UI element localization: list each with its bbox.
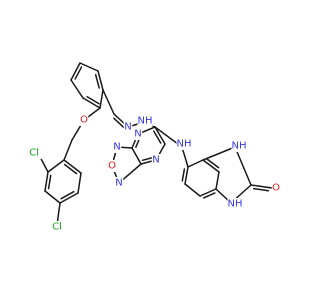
atom-label-o_ether: O [79,114,89,126]
bond-r4-r5 [59,192,79,204]
atom-label-nh_hydrazone: NH [137,115,153,127]
bond-a5-a6-second [181,168,186,182]
atom-label-background [123,121,133,133]
bond-b1-b2 [82,97,101,109]
bond-ch-nA-second [113,117,125,129]
bond-b5-b6-second [94,73,100,89]
bond-r4-r5-second [60,190,75,200]
atom-label-o_carbonyl: O [271,182,281,194]
atom-label-text: NH [228,199,243,210]
bond-b2-b3 [70,79,84,99]
atom-label-background [114,177,124,189]
atom-label-text: O [272,183,280,194]
atom-label-text: NH [232,141,247,152]
bond-r6-r1-second [63,163,78,175]
atom-label-n_pyrazine_1: N [133,128,143,140]
bond-r1-r2 [47,159,65,173]
atom-label-background [133,128,143,140]
bond-b3-b4 [70,62,81,81]
atom-label-nh_imidazolone_1: NH [231,140,247,152]
bond-a6-a1 [187,159,204,168]
atom-label-text: O [108,161,116,172]
atom-label-cl_1: Cl [26,147,42,159]
bond-a1-nh1 [202,146,236,161]
bond-a3-a4 [199,188,217,197]
bond-p3-p4-second [141,156,154,162]
atom-label-text: Cl [29,148,39,159]
bond-b6-ch [102,89,115,115]
bond-r5-r6 [77,172,82,194]
bond-b1-b2-second [86,95,100,105]
bond-r1-ch2 [63,139,73,161]
atom-label-text: NH [138,116,153,127]
bond-a1-a2-second [206,158,220,169]
bond-a1-a2 [202,159,220,173]
bond-p1-p2 [154,126,166,145]
atom-label-background [137,115,153,127]
atom-label-n_oxadiazole_1: N [112,141,122,153]
bond-p4-p5 [131,147,142,165]
atom-label-background [227,198,243,210]
atom-label-background [26,147,42,159]
bond-b4-b5 [79,62,99,72]
bond-co-ox-second [252,187,270,192]
atom-label-background [151,154,161,166]
bond-b6-b1 [99,89,104,109]
bond-b5-b6 [97,70,104,91]
atom-label-text: NH [177,139,192,150]
bond-nh-a6 [181,146,189,168]
bond-nh1-co [234,146,252,186]
bond-r2-r3 [44,171,49,192]
atom-label-text: O [80,115,88,126]
bond-b3-b4-second [74,66,83,80]
atom-label-background [107,160,117,172]
atom-label-background [79,114,89,126]
atom-label-n_hydrazone_1: N [123,121,133,133]
bond-r6-r1 [63,159,82,174]
bond-p1-p2-second [152,130,162,144]
atom-label-nh_amine: NH [176,138,192,150]
bond-r3-r4 [44,190,61,204]
atom-label-n_pyrazine_2: N [151,154,161,166]
atom-label-text: N [115,178,122,189]
atom-label-nh_imidazolone_2: NH [227,198,243,210]
bond-a5-a6 [184,166,189,185]
bond-r2-r3-second [47,174,52,190]
atom-label-text: N [152,155,159,166]
atom-label-background [49,221,65,233]
atom-label-background [176,138,192,150]
atom-label-background [271,182,281,194]
bond-a2-a3 [215,171,220,190]
atom-label-background [112,141,122,153]
atom-label-text: N [124,122,131,133]
atom-label-background [231,140,247,152]
bond-a3-a4-second [202,192,216,199]
atom-label-cl_2: Cl [49,221,65,233]
atom-label-n_oxadiazole_2: N [114,177,124,189]
atom-label-o_oxadiazole: O [107,160,117,172]
bond-a4-a5 [184,183,201,197]
atom-label-text: Cl [52,222,62,233]
bond-co-ox [250,184,273,189]
atom-label-text: N [113,142,120,153]
atom-label-text: N [134,129,141,140]
